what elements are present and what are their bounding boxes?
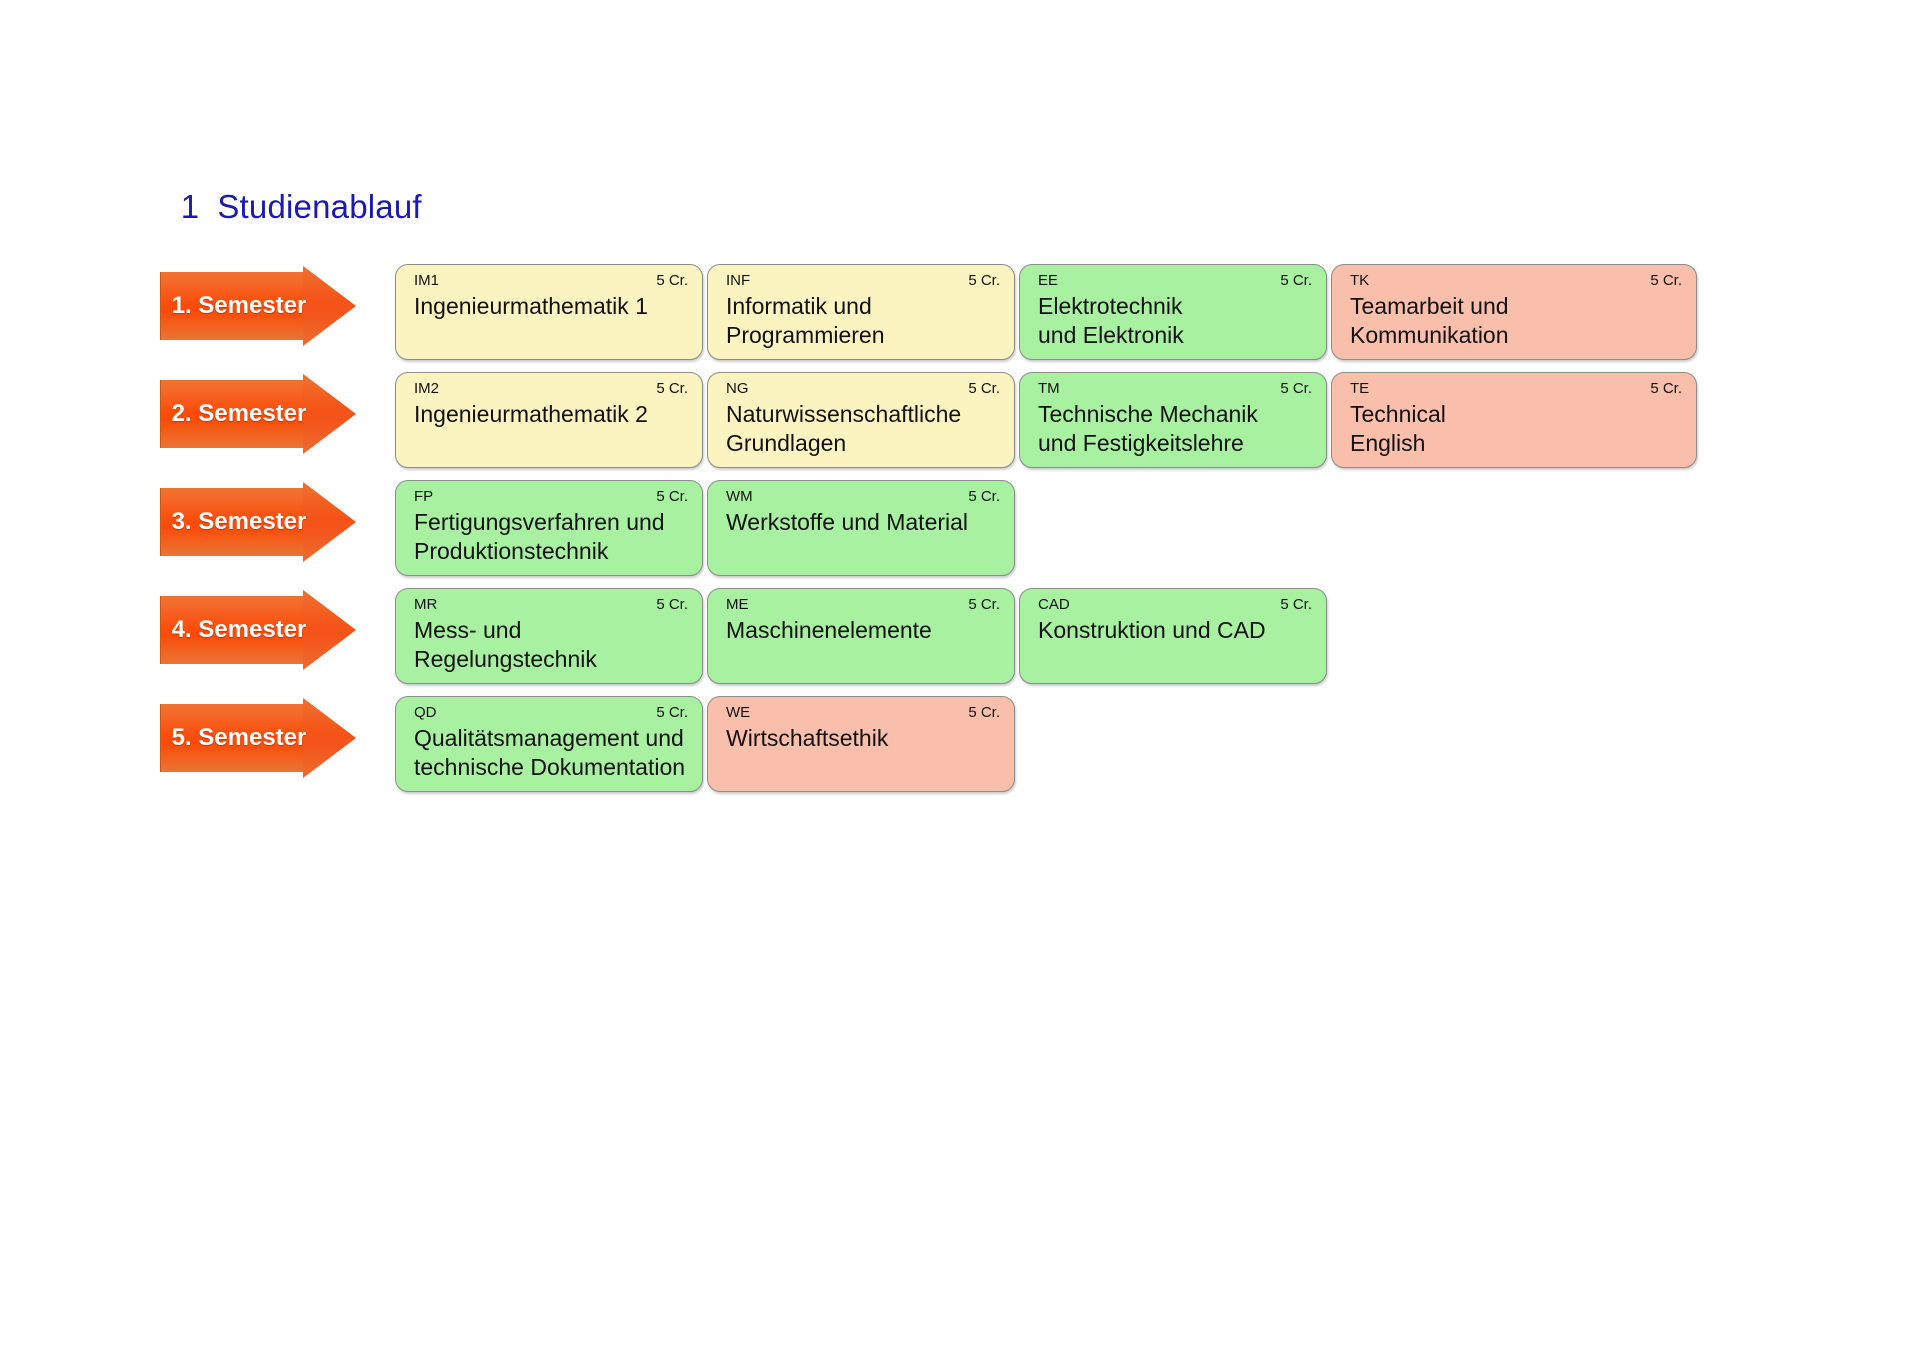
- course-code: ME: [726, 596, 749, 613]
- semester-label: 2. Semester: [171, 400, 307, 427]
- semester-label: 1. Semester: [171, 292, 307, 319]
- course-code: IM1: [414, 272, 440, 289]
- course-box[interactable]: MR 5 Cr. Mess- und Regelungstechnik: [395, 588, 703, 684]
- course-box[interactable]: TM 5 Cr. Technische Mechanik und Festigkei…: [1019, 372, 1327, 468]
- semester-row: 4. Semester MR 5 Cr. Mess- und Regelungstec…: [0, 582, 1920, 690]
- semester-arrow-1[interactable]: 1. Semester: [160, 266, 356, 346]
- course-box[interactable]: FP 5 Cr. Fertigungsverfahren und Produktio…: [395, 480, 703, 576]
- semester-label: 5. Semester: [171, 724, 307, 751]
- course-credits: 5 Cr.: [1280, 380, 1312, 397]
- course-box[interactable]: ME 5 Cr. Maschinenelemente: [707, 588, 1015, 684]
- course-title: Qualitätsmanagement und technische Dokum…: [414, 725, 686, 780]
- arrow-body: [160, 596, 304, 664]
- course-title: Informatik und Programmieren: [726, 293, 885, 348]
- course-box[interactable]: WE 5 Cr. Wirtschaftsethik: [707, 696, 1015, 792]
- course-code: EE: [1038, 272, 1059, 289]
- course-header: TK 5 Cr.: [1350, 272, 1682, 290]
- course-title: Werkstoffe und Material: [726, 509, 969, 535]
- course-credits: 5 Cr.: [1650, 380, 1682, 397]
- course-box[interactable]: QD 5 Cr. Qualitätsmanagement und technisch…: [395, 696, 703, 792]
- course-title: Ingenieurmathematik 2: [414, 401, 648, 427]
- course-code: TE: [1350, 380, 1370, 397]
- arrow-body: [160, 272, 304, 340]
- course-header: FP 5 Cr.: [414, 488, 688, 506]
- page-title-number: 1: [180, 188, 200, 225]
- semester-arrow-2[interactable]: 2. Semester: [160, 374, 356, 454]
- course-header: IM1 5 Cr.: [414, 272, 688, 290]
- course-credits: 5 Cr.: [968, 488, 1000, 505]
- course-code: MR: [414, 596, 438, 613]
- course-header: WM 5 Cr.: [726, 488, 1000, 506]
- page-title-text: Studienablauf: [217, 188, 422, 225]
- course-code: WM: [726, 488, 753, 505]
- course-header: EE 5 Cr.: [1038, 272, 1312, 290]
- course-box[interactable]: CAD 5 Cr. Konstruktion und CAD: [1019, 588, 1327, 684]
- course-code: TK: [1350, 272, 1370, 289]
- semester-row: 2. Semester IM2 5 Cr. Ingenieurmathematik 2…: [0, 366, 1920, 474]
- course-title: Konstruktion und CAD: [1038, 617, 1266, 643]
- course-title: Ingenieurmathematik 1: [414, 293, 648, 319]
- course-code: NG: [726, 380, 749, 397]
- course-credits: 5 Cr.: [1280, 272, 1312, 289]
- course-box[interactable]: NG 5 Cr. Naturwissenschaftliche Grundlagen: [707, 372, 1015, 468]
- course-header: WE 5 Cr.: [726, 704, 1000, 722]
- course-credits: 5 Cr.: [656, 380, 688, 397]
- semester-row: 3. Semester FP 5 Cr. Fertigungsverfahren un…: [0, 474, 1920, 582]
- course-credits: 5 Cr.: [656, 704, 688, 721]
- course-code: QD: [414, 704, 437, 721]
- course-code: TM: [1038, 380, 1060, 397]
- arrow-body: [160, 488, 304, 556]
- semester-row: 1. Semester IM1 5 Cr. Ingenieurmathematik 1…: [0, 258, 1920, 366]
- page-title: 1 Studienablauf: [162, 150, 422, 226]
- course-credits: 5 Cr.: [656, 596, 688, 613]
- semester-row: 5. Semester QD 5 Cr. Qualitätsmanagement un…: [0, 690, 1920, 798]
- course-header: ME 5 Cr.: [726, 596, 1000, 614]
- course-credits: 5 Cr.: [1650, 272, 1682, 289]
- course-title: Teamarbeit und Kommunikation: [1350, 293, 1509, 348]
- course-credits: 5 Cr.: [656, 488, 688, 505]
- course-title: Mess- und Regelungstechnik: [414, 617, 597, 672]
- course-credits: 5 Cr.: [1280, 596, 1312, 613]
- course-header: CAD 5 Cr.: [1038, 596, 1312, 614]
- course-credits: 5 Cr.: [968, 596, 1000, 613]
- semester-label: 3. Semester: [171, 508, 307, 535]
- course-box[interactable]: IM1 5 Cr. Ingenieurmathematik 1: [395, 264, 703, 360]
- course-box[interactable]: TE 5 Cr. Technical English: [1331, 372, 1697, 468]
- course-box[interactable]: IM2 5 Cr. Ingenieurmathematik 2: [395, 372, 703, 468]
- course-title: Technical English: [1350, 401, 1446, 456]
- course-title: Naturwissenschaftliche Grundlagen: [726, 401, 962, 456]
- course-title: Maschinenelemente: [726, 617, 932, 643]
- course-box[interactable]: WM 5 Cr. Werkstoffe und Material: [707, 480, 1015, 576]
- course-credits: 5 Cr.: [968, 272, 1000, 289]
- course-header: IM2 5 Cr.: [414, 380, 688, 398]
- course-header: TE 5 Cr.: [1350, 380, 1682, 398]
- course-title: Wirtschaftsethik: [726, 725, 889, 751]
- course-box[interactable]: INF 5 Cr. Informatik und Programmieren: [707, 264, 1015, 360]
- course-header: NG 5 Cr.: [726, 380, 1000, 398]
- course-header: TM 5 Cr.: [1038, 380, 1312, 398]
- course-credits: 5 Cr.: [656, 272, 688, 289]
- course-title: Fertigungsverfahren und Produktionstechn…: [414, 509, 665, 564]
- arrow-body: [160, 380, 304, 448]
- semester-label: 4. Semester: [171, 616, 307, 643]
- course-header: QD 5 Cr.: [414, 704, 688, 722]
- course-header: INF 5 Cr.: [726, 272, 1000, 290]
- course-code: INF: [726, 272, 751, 289]
- study-plan: 1. Semester IM1 5 Cr. Ingenieurmathematik 1…: [0, 258, 1920, 798]
- course-code: CAD: [1038, 596, 1070, 613]
- course-header: MR 5 Cr.: [414, 596, 688, 614]
- semester-arrow-3[interactable]: 3. Semester: [160, 482, 356, 562]
- semester-arrow-4[interactable]: 4. Semester: [160, 590, 356, 670]
- semester-arrow-5[interactable]: 5. Semester: [160, 698, 356, 778]
- course-credits: 5 Cr.: [968, 704, 1000, 721]
- course-title: Technische Mechanik und Festigkeitslehre: [1038, 401, 1258, 456]
- course-box[interactable]: TK 5 Cr. Teamarbeit und Kommunikation: [1331, 264, 1697, 360]
- arrow-body: [160, 704, 304, 772]
- course-box[interactable]: EE 5 Cr. Elektrotechnik und Elektronik: [1019, 264, 1327, 360]
- course-credits: 5 Cr.: [968, 380, 1000, 397]
- course-code: WE: [726, 704, 751, 721]
- course-code: IM2: [414, 380, 440, 397]
- course-title: Elektrotechnik und Elektronik: [1038, 293, 1184, 348]
- course-code: FP: [414, 488, 434, 505]
